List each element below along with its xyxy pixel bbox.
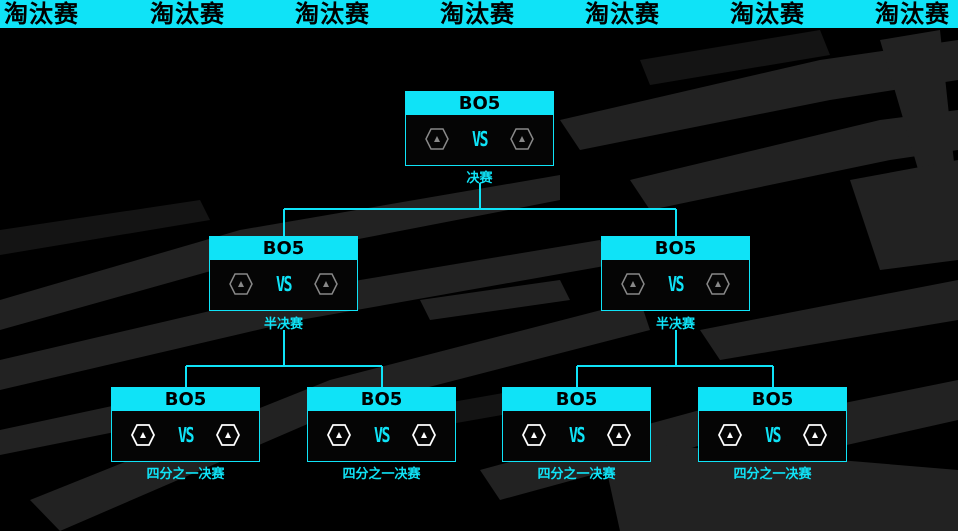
- connector-semi-left: [185, 330, 383, 387]
- vs-label: VS: [471, 127, 489, 151]
- vs-label: VS: [275, 272, 293, 296]
- hexagon-team-icon: [803, 424, 827, 446]
- match-body: VS: [699, 411, 846, 460]
- match-body: VS: [503, 411, 650, 460]
- round-label-semifinal: 半决赛: [263, 317, 303, 332]
- match-body: VS: [308, 411, 455, 460]
- hexagon-team-icon: [706, 273, 730, 295]
- match-card-final[interactable]: BO5 VS: [405, 91, 554, 166]
- banner-word: 淘汰赛: [730, 0, 805, 28]
- top-banner: 淘汰赛 淘汰赛 淘汰赛 淘汰赛 淘汰赛 淘汰赛 淘汰赛: [0, 0, 958, 28]
- match-format: BO5: [699, 388, 846, 411]
- match-format: BO5: [503, 388, 650, 411]
- match-format: BO5: [210, 237, 357, 260]
- hexagon-team-icon: [522, 424, 546, 446]
- hexagon-team-icon: [216, 424, 240, 446]
- connector-final: [283, 183, 677, 236]
- match-card-quarterfinal-2[interactable]: BO5 VS: [307, 387, 456, 462]
- match-card-quarterfinal-4[interactable]: BO5 VS: [698, 387, 847, 462]
- banner-word: 淘汰赛: [875, 0, 950, 28]
- vs-label: VS: [764, 423, 782, 447]
- hexagon-team-icon: [131, 424, 155, 446]
- match-body: VS: [406, 115, 553, 164]
- match-card-quarterfinal-3[interactable]: BO5 VS: [502, 387, 651, 462]
- match-card-semifinal-1[interactable]: BO5 VS: [209, 236, 358, 311]
- hexagon-team-icon: [621, 273, 645, 295]
- match-format: BO5: [112, 388, 259, 411]
- match-card-quarterfinal-1[interactable]: BO5 VS: [111, 387, 260, 462]
- banner-word: 淘汰赛: [150, 0, 225, 28]
- match-card-semifinal-2[interactable]: BO5 VS: [601, 236, 750, 311]
- hexagon-team-icon: [718, 424, 742, 446]
- banner-word: 淘汰赛: [4, 0, 79, 28]
- round-label-semifinal: 半决赛: [655, 317, 695, 332]
- hexagon-team-icon: [229, 273, 253, 295]
- round-label-quarterfinal: 四分之一决赛: [733, 467, 812, 482]
- connector-semi-right: [576, 330, 774, 387]
- round-label-quarterfinal: 四分之一决赛: [537, 467, 616, 482]
- vs-label: VS: [373, 423, 391, 447]
- hexagon-team-icon: [607, 424, 631, 446]
- round-label-quarterfinal: 四分之一决赛: [342, 467, 421, 482]
- match-format: BO5: [308, 388, 455, 411]
- hexagon-team-icon: [425, 128, 449, 150]
- match-format: BO5: [602, 237, 749, 260]
- hexagon-team-icon: [327, 424, 351, 446]
- match-format: BO5: [406, 92, 553, 115]
- match-body: VS: [210, 260, 357, 309]
- banner-word: 淘汰赛: [440, 0, 515, 28]
- hexagon-team-icon: [314, 273, 338, 295]
- banner-word: 淘汰赛: [295, 0, 370, 28]
- vs-label: VS: [568, 423, 586, 447]
- hexagon-team-icon: [510, 128, 534, 150]
- round-label-quarterfinal: 四分之一决赛: [146, 467, 225, 482]
- round-label-final: 决赛: [466, 171, 493, 186]
- match-body: VS: [112, 411, 259, 460]
- hexagon-team-icon: [412, 424, 436, 446]
- vs-label: VS: [667, 272, 685, 296]
- banner-word: 淘汰赛: [585, 0, 660, 28]
- match-body: VS: [602, 260, 749, 309]
- vs-label: VS: [177, 423, 195, 447]
